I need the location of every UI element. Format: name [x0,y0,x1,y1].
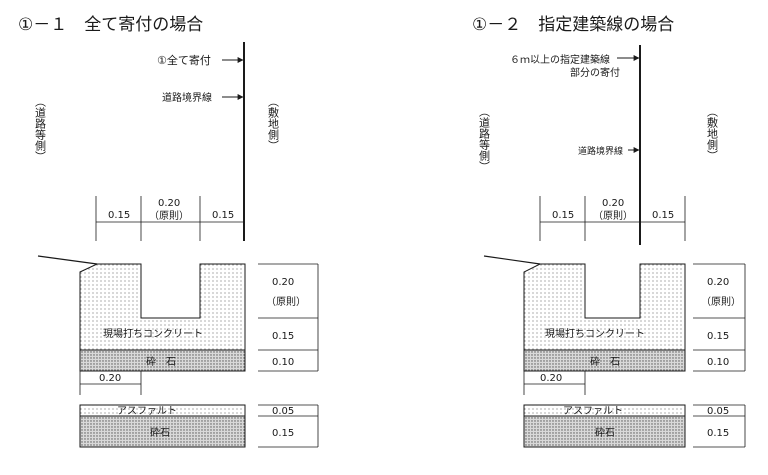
depth-label: 0.15 [272,331,294,342]
annotation-building-line-sub: 部分の寄付 [570,66,620,79]
site-side-label: （敷地側） [706,106,719,161]
depth-label: 0.05 [707,406,729,417]
road-slope-line [37,255,98,265]
gravel-label: 砕 石 [146,356,176,368]
width-label: 0.20 [158,198,180,209]
width-label: 0.15 [108,210,130,221]
gravel-label: 砕 石 [590,356,620,368]
width-label: 0.15 [552,210,574,221]
road-slope-line [483,255,541,265]
depth-label: 0.15 [707,331,729,342]
annotation-building-line: ６ｍ以上の指定建築線 [510,53,610,66]
width-note: （原則） [149,210,189,222]
pavement-gravel [79,415,246,448]
annotation-boundary: 道路境界線 [162,91,212,104]
concrete-label: 現場打ちコンクリート [545,327,645,340]
concrete-gutter [523,263,686,351]
depth-table [258,263,319,448]
depth-table [693,263,746,448]
road-side-label: （道路等側） [34,96,47,162]
panel-title: ①－１ 全て寄付の場合 [18,15,203,35]
depth-label: 0.10 [707,357,729,368]
depth-label: 0.20 [272,277,294,288]
annotation-full-donation: ①全て寄付 [157,53,211,67]
depth-label: 0.20 [707,277,729,288]
pavement-gravel [523,415,686,448]
gravel2-label: 砕石 [150,427,170,439]
concrete-label: 現場打ちコンクリート [103,327,203,340]
depth-label: 0.10 [272,357,294,368]
panel-1: ①－１ 全て寄付の場合 （道路等側） （敷地側） ①全て寄付 道路境界線 0.1… [18,15,319,448]
asphalt-label: アスファルト [117,406,177,417]
depth-label: 0.15 [272,428,294,439]
depth-label: 0.15 [707,428,729,439]
concrete-gutter [79,263,246,351]
width-dimension [539,196,686,241]
gravel-base [79,349,246,372]
depth-note: （原則） [701,296,741,308]
asphalt-label: アスファルト [563,406,623,417]
annotation-boundary: 道路境界線 [578,145,623,157]
width-label: 0.20 [602,198,624,209]
width-label: 0.15 [212,210,234,221]
panel-title: ①－２ 指定建築線の場合 [472,15,674,35]
width-label: 0.15 [652,210,674,221]
width-dimension [95,196,244,241]
panel-2: ①－２ 指定建築線の場合 （道路等側） （敷地側） ６ｍ以上の指定建築線 部分の… [472,15,746,448]
depth-label: 0.05 [272,406,294,417]
width-note: （原則） [593,210,633,222]
site-side-label: （敷地側） [267,96,280,151]
base-width-label: 0.20 [99,373,121,384]
road-side-label: （道路等側） [478,106,491,172]
gravel2-label: 砕石 [595,427,615,439]
gravel-base [523,349,686,372]
base-width-label: 0.20 [540,373,562,384]
depth-note: （原則） [266,296,306,308]
